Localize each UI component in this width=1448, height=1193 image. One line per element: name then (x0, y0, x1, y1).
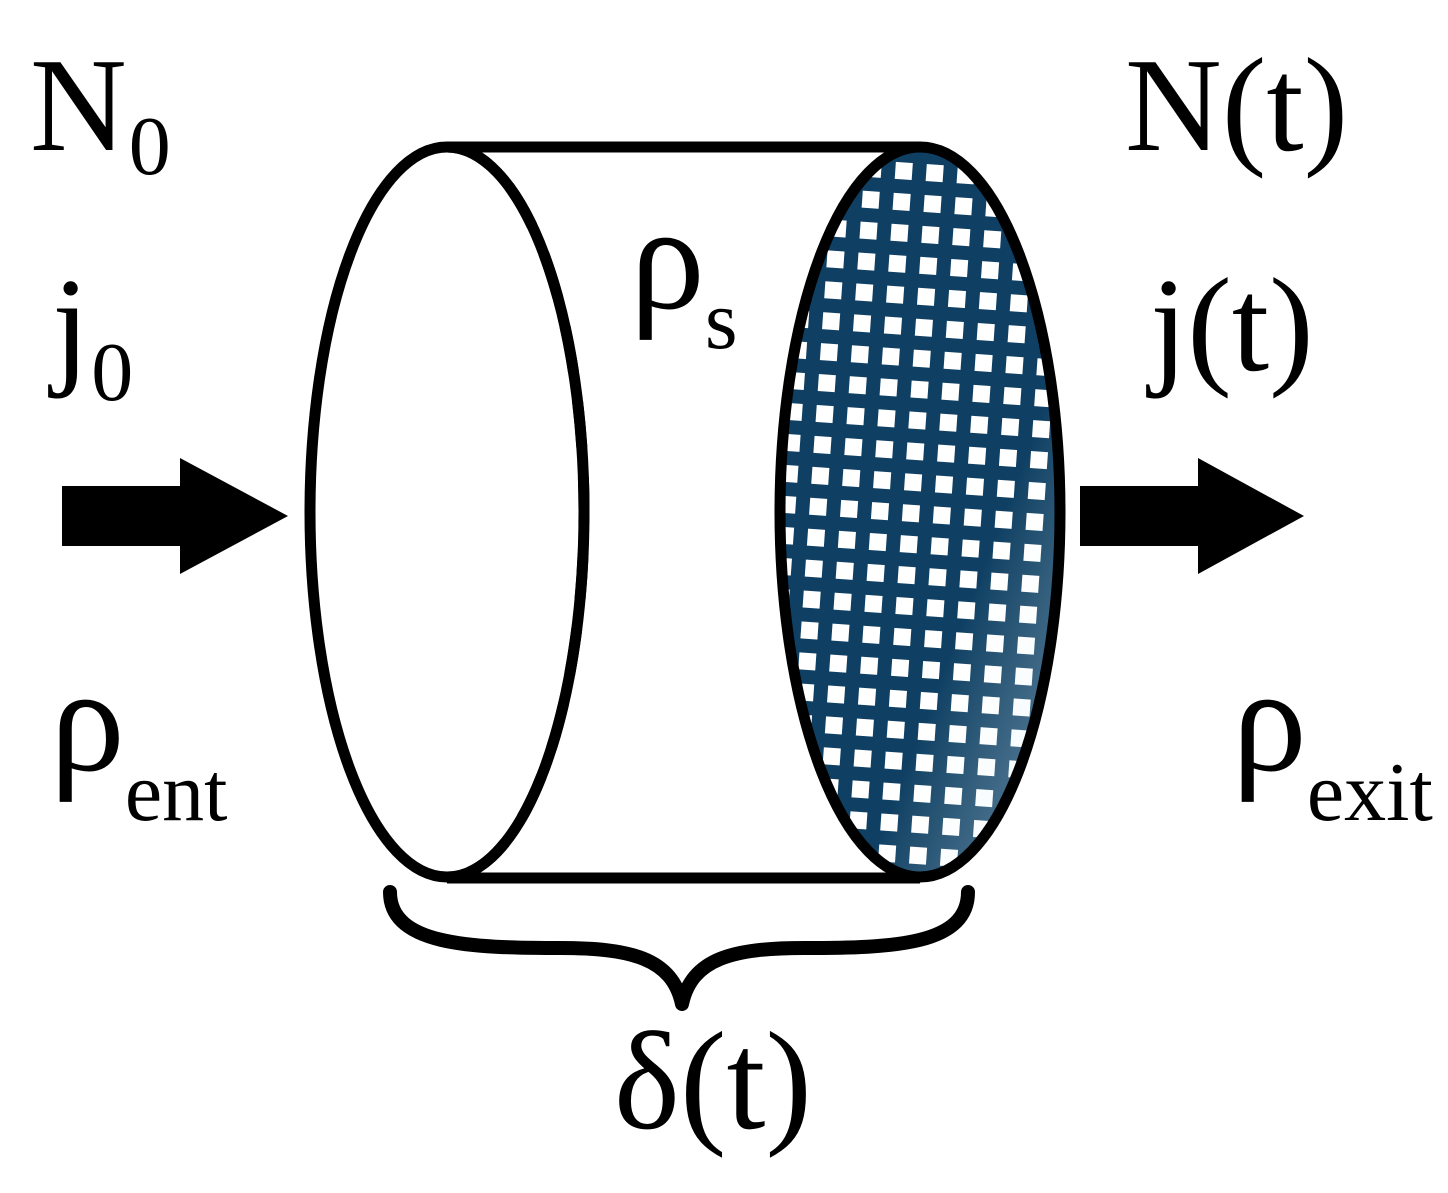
outlet-flux-label: j(t) (1146, 251, 1314, 399)
outlet-count-label: N(t) (1125, 31, 1348, 179)
thickness-label: δ(t) (614, 1004, 812, 1159)
inlet-flux-label: j0 (48, 251, 133, 419)
cylinder-density-label: ρs (630, 175, 738, 367)
outlet-labels: N(t) j(t) ρexit (1125, 31, 1433, 839)
inlet-density-label: ρent (50, 637, 227, 839)
inlet-count-label: N0 (30, 31, 171, 193)
filter-mesh-shading (780, 147, 1060, 877)
outlet-arrow-icon (1080, 458, 1304, 574)
cylinder-hidden-edge (446, 141, 590, 883)
inlet-arrow-icon (62, 458, 288, 574)
inlet-labels: N0 j0 ρent (30, 31, 227, 839)
filter-mesh-rim (774, 141, 1066, 883)
thickness-brace-icon (383, 885, 975, 1011)
filter-cylinder (304, 141, 1066, 884)
outlet-density-label: ρexit (1232, 637, 1433, 839)
